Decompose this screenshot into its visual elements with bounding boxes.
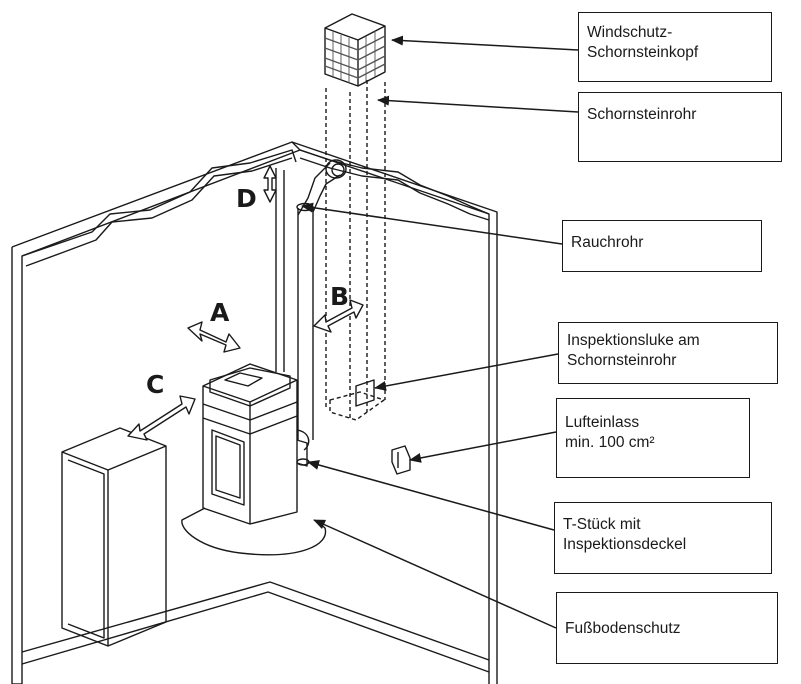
leader-windschutz [391,35,579,51]
label-t-stueck: T-Stück mit Inspektionsdeckel [554,502,772,574]
distance-label-c: C [146,370,165,399]
distance-arrow-c [127,395,196,441]
chimney-inspection-hatch [355,379,375,407]
label-schornsteinrohr-line1: Schornsteinrohr [587,106,697,123]
leader-rauchrohr [301,202,563,245]
label-fussbodenschutz: Fußbodenschutz [556,592,778,664]
label-t-stueck-line1: T-Stück mit [563,516,641,533]
label-lufteinlass-line2: min. 100 cm² [565,434,655,451]
distance-label-b: B [330,282,350,311]
label-inspektionsluke: Inspektionsluke am Schornsteinrohr [558,322,778,384]
leader-tstueck [307,460,555,531]
distance-arrow-a [187,321,241,353]
distance-arrow-d [263,165,277,203]
label-rauchrohr: Rauchrohr [562,220,762,272]
leader-fussboden [313,519,557,629]
label-rauchrohr-line1: Rauchrohr [571,234,644,251]
floor [21,581,490,661]
room-left-wall [11,141,301,684]
chimney [325,80,386,421]
label-schornsteinrohr: Schornsteinrohr [578,92,782,162]
distance-label-d: D [236,184,257,213]
room-right-wall [291,141,498,684]
air-inlet-grille [391,445,411,475]
ceiling-break-right [299,149,490,215]
label-lufteinlass-line1: Lufteinlass [565,414,640,431]
leader-inspektionsluke [374,353,559,391]
distance-label-a: A [210,298,230,327]
cabinet [61,427,167,647]
label-lufteinlass: Lufteinlass min. 100 cm² [556,398,750,478]
ceiling-break-left [21,149,297,257]
distance-arrow-b [313,299,364,333]
label-t-stueck-line2: Inspektionsdeckel [563,536,687,553]
pellet-stove [202,363,298,525]
label-windschutz-line2: Schornsteinkopf [587,44,699,61]
floor-protection [181,507,327,556]
label-inspektionsluke-line1: Inspektionsluke am [567,332,700,349]
label-windschutz-line1: Windschutz- [587,24,673,41]
chimney-cap [324,13,386,87]
leader-lufteinlass [409,431,557,463]
label-windschutz-schornsteinkopf: Windschutz- Schornsteinkopf [578,12,772,82]
leader-schornsteinrohr [377,95,579,113]
label-inspektionsluke-line2: Schornsteinrohr [567,352,677,369]
label-fussbodenschutz-line1: Fußbodenschutz [565,620,681,637]
